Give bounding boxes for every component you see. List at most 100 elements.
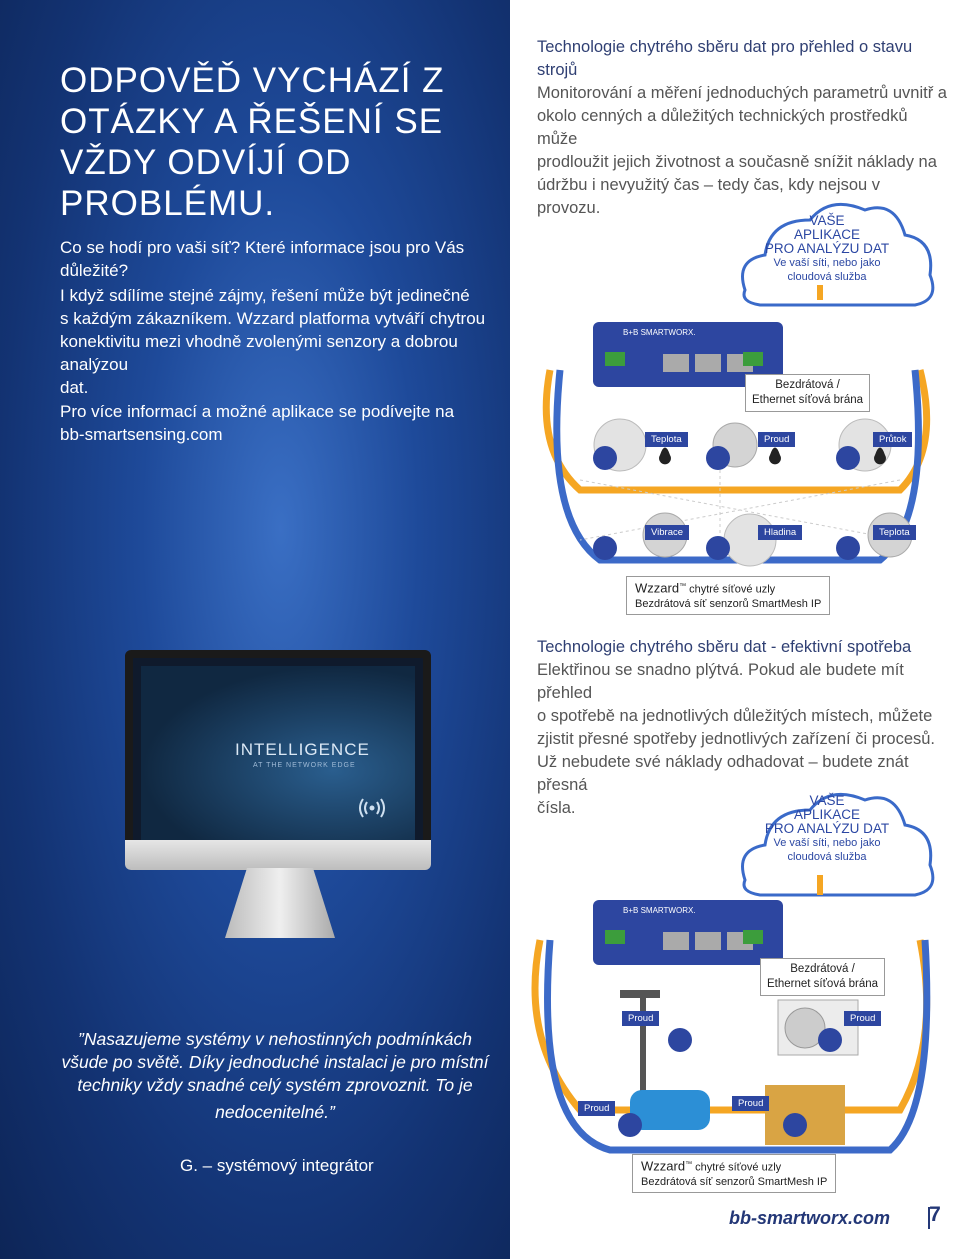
headline-line: VŽDY ODVÍJÍ OD xyxy=(60,143,352,182)
router-terminal xyxy=(743,930,763,944)
diagram2-svg xyxy=(531,792,935,1154)
sensor-label: Vibrace xyxy=(645,525,690,540)
pump-icon xyxy=(630,1090,710,1130)
trademark: ™ xyxy=(679,583,687,590)
section1-title: Technologie chytrého sběru dat pro přehl… xyxy=(537,38,913,79)
cloud-line: VAŠE xyxy=(809,213,845,228)
mesh-text: Bezdrátová síť senzorů SmartMesh IP xyxy=(641,1175,828,1188)
sensor-label: Teplota xyxy=(873,525,916,540)
sensor-label: Hladina xyxy=(758,525,803,540)
section1-body-line: Monitorování a měření jednoduchých param… xyxy=(537,84,947,102)
section1-body-line: údržbu i nevyužitý čas – tedy čas, kdy n… xyxy=(537,176,881,217)
router-brand: B+B SMARTWORX. xyxy=(623,906,696,915)
router-brand: B+B SMARTWORX. xyxy=(623,328,696,337)
drop-icon xyxy=(769,447,781,465)
wzzard-node-icon xyxy=(706,536,730,560)
monitor-stand xyxy=(225,868,335,938)
headline-line: OTÁZKY A ŘEŠENÍ SE xyxy=(60,102,444,141)
wzzard-brand: Wzzard xyxy=(635,580,680,596)
section2-body-line: zjistit přesné spotřeby jednotlivých zař… xyxy=(537,730,936,748)
gateway1-label: Bezdrátová / Ethernet síťová brána xyxy=(745,374,871,412)
cloud-sub: Ve vaší síti, nebo jako xyxy=(773,257,881,269)
streetlight-arm xyxy=(620,990,660,998)
gateway-line: Bezdrátová / xyxy=(775,379,840,391)
cloud-sub: Ve vaší síti, nebo jako xyxy=(773,837,881,849)
monitor-chin xyxy=(125,840,431,870)
cloud1-shape xyxy=(741,202,935,307)
section2-body-line: čísla. xyxy=(537,799,576,817)
section2-title: Technologie chytrého sběru dat - efektiv… xyxy=(537,638,912,656)
paragraph-line: s každým zákazníkem. Wzzard platforma vy… xyxy=(60,309,486,328)
monitor-image: INTELLIGENCE AT THE NETWORK EDGE xyxy=(125,650,431,950)
more-info-line: Pro více informací a možné aplikace se p… xyxy=(60,402,455,421)
headline-line: PROBLÉMU. xyxy=(60,184,276,223)
wzzard-node-icon xyxy=(593,446,617,470)
mesh-line1: Wzzard™ chytré síťové uzly xyxy=(641,1158,827,1175)
cloud1-text: VAŠE APLIKACE PRO ANALÝZU DAT Ve vaší sí… xyxy=(747,214,907,284)
mesh-text: chytré síťové uzly xyxy=(692,1161,782,1174)
quote-author: G. – systémový integrátor xyxy=(180,1156,374,1175)
question-text: Co se hodí pro vaši síť? Které informace… xyxy=(60,238,465,280)
wzzard-node-icon xyxy=(836,446,860,470)
router-terminal xyxy=(605,352,625,366)
footer-site[interactable]: bb-smartworx.com xyxy=(728,1208,890,1228)
cloud-line: VAŠE xyxy=(809,793,845,808)
customer-quote: ”Nasazujeme systémy v nehostinných podmí… xyxy=(60,1028,490,1124)
monitor-subtitle: AT THE NETWORK EDGE xyxy=(253,762,356,769)
footer-divider xyxy=(928,1207,930,1229)
tank-icon xyxy=(723,513,777,567)
quote-line: všude po světě. Díky jednoduché instalac… xyxy=(61,1052,489,1072)
paragraph-line: I když sdílíme stejné zájmy, řešení může… xyxy=(60,286,470,305)
wzzard-node-icon xyxy=(783,1113,807,1137)
wzzard-node-icon xyxy=(836,536,860,560)
wzzard-node-icon xyxy=(618,1113,642,1137)
mesh1-label: Wzzard™ chytré síťové uzly Bezdrátová sí… xyxy=(626,576,831,615)
wireless-icon xyxy=(359,798,385,818)
sensor-label: Proud xyxy=(758,432,796,447)
left-panel: ODPOVĚĎ VYCHÁZÍ Z OTÁZKY A ŘEŠENÍ SE VŽD… xyxy=(0,0,510,1259)
arrow-loop-blue xyxy=(544,939,931,1154)
gateway-line: Bezdrátová / xyxy=(790,963,855,975)
router-ports xyxy=(663,354,753,372)
cloud2-shape xyxy=(741,792,935,897)
paragraph-line: konektivitu mezi vhodně zvolenými senzor… xyxy=(60,332,458,374)
quote-line: ”Nasazujeme systémy v nehostinných podmí… xyxy=(78,1029,472,1049)
router-terminal xyxy=(743,352,763,366)
cloud2-text: VAŠE APLIKACE PRO ANALÝZU DAT Ve vaší sí… xyxy=(747,794,907,864)
sensor-label: Teplota xyxy=(645,432,688,447)
wzzard-node-icon xyxy=(668,1028,692,1052)
wzzard-node-icon xyxy=(818,1028,842,1052)
section2-text: Technologie chytrého sběru dat - efektiv… xyxy=(537,636,947,820)
gateway-line: Ethernet síťová brána xyxy=(767,978,879,990)
cloud-line: APLIKACE xyxy=(793,227,861,242)
mesh-text: Bezdrátová síť senzorů SmartMesh IP xyxy=(635,597,822,610)
sensor-label: Proud xyxy=(622,1011,660,1026)
quote-line: techniky vždy snadné celý systém zprovoz… xyxy=(77,1075,473,1095)
page-number: 7 xyxy=(929,1203,941,1226)
more-info: Pro více informací a možné aplikace se p… xyxy=(60,400,500,446)
router-terminal xyxy=(605,930,625,944)
paragraph-line: dat. xyxy=(60,378,89,397)
headline-line: ODPOVĚĎ VYCHÁZÍ Z xyxy=(60,61,445,100)
mesh2-label: Wzzard™ chytré síťové uzly Bezdrátová sí… xyxy=(632,1154,837,1193)
mesh-line xyxy=(579,479,901,541)
router-ports xyxy=(663,932,753,950)
diagram1-svg xyxy=(542,202,935,567)
section2-body-line: Už nebudete své náklady odhadovat – bude… xyxy=(537,753,909,794)
trademark: ™ xyxy=(685,1161,693,1168)
sensor-label: Průtok xyxy=(873,432,913,447)
mesh-line1: Wzzard™ chytré síťové uzly xyxy=(635,580,821,597)
wzzard-node-icon xyxy=(706,446,730,470)
sensor-label: Proud xyxy=(578,1101,616,1116)
headline: ODPOVĚĎ VYCHÁZÍ Z OTÁZKY A ŘEŠENÍ SE VŽD… xyxy=(60,60,500,224)
sensor-label: Proud xyxy=(732,1096,770,1111)
more-info-link[interactable]: bb-smartsensing.com xyxy=(60,425,223,444)
cloud-line: APLIKACE xyxy=(793,807,861,822)
drop-icon xyxy=(874,447,886,465)
wzzard-node-icon xyxy=(593,536,617,560)
streetlight-icon xyxy=(640,995,646,1105)
monitor-screen xyxy=(125,650,431,856)
section2-body-line: o spotřebě na jednotlivých důležitých mí… xyxy=(537,707,933,725)
arrow-loop-orange xyxy=(542,369,931,494)
manifold-icon xyxy=(765,1085,845,1145)
